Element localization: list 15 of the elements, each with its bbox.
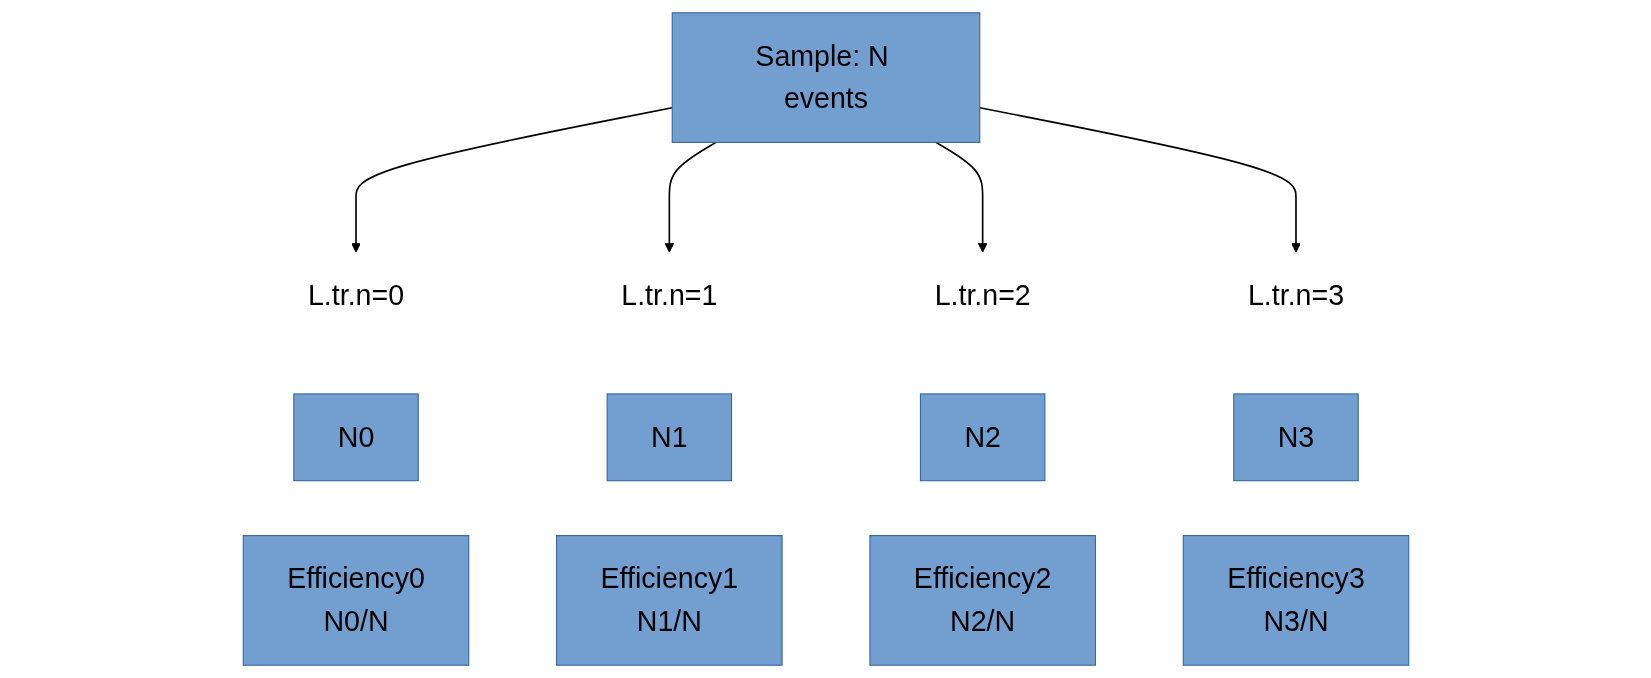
node-box: Efficiency0 N0/N xyxy=(242,535,469,666)
node-text: L.tr.n=1 xyxy=(620,278,717,312)
node-box: N2 xyxy=(919,393,1045,482)
node-text: L.tr.n=0 xyxy=(307,278,404,312)
node-box: N1 xyxy=(606,393,732,482)
node-box: N0 xyxy=(292,393,419,482)
node-box: Efficiency2 N2/N xyxy=(868,535,1096,666)
arrow xyxy=(664,141,717,253)
node-box: N3 xyxy=(1232,393,1359,482)
node-text: L.tr.n=3 xyxy=(1247,278,1344,312)
node-box: Efficiency3 N3/N xyxy=(1182,535,1409,666)
node-box: Sample: N events xyxy=(671,12,980,143)
node-text: L.tr.n=2 xyxy=(934,278,1031,312)
arrow xyxy=(934,141,987,253)
node-box: Efficiency1 N1/N xyxy=(555,535,783,666)
